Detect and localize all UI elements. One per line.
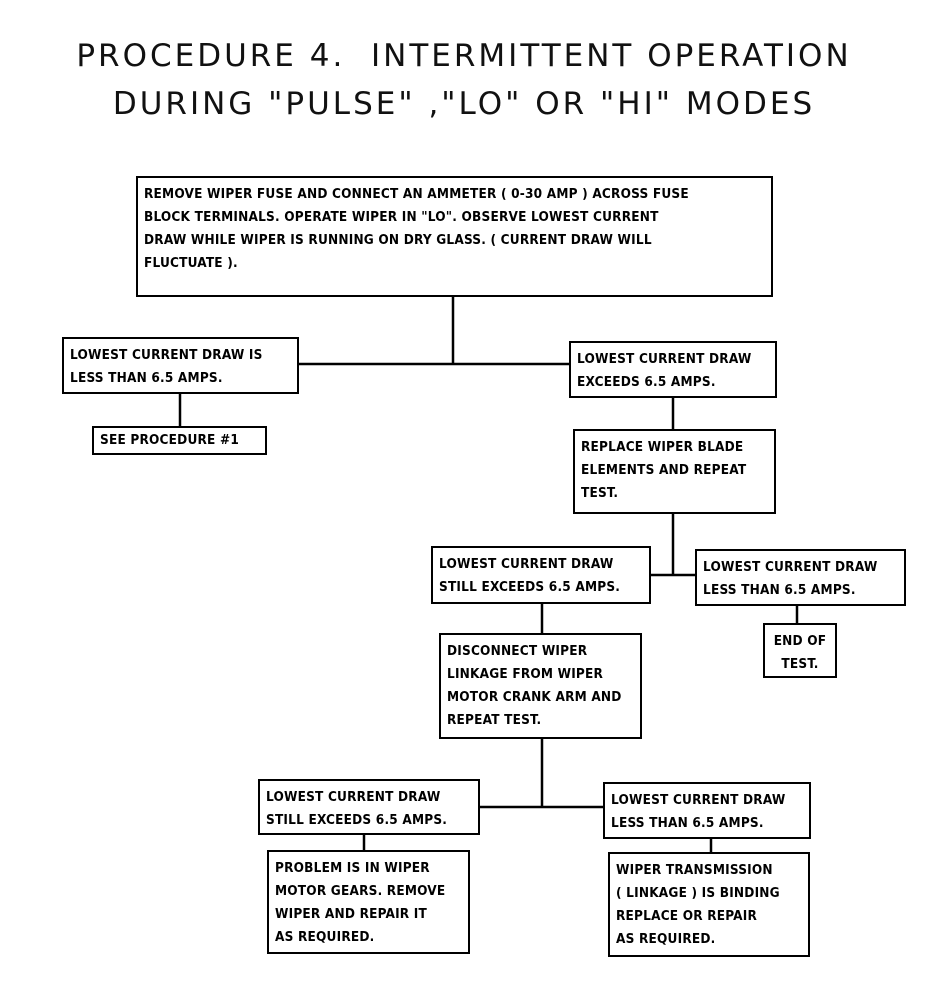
result-still-exceeds-6-5-amps-2: LOWEST CURRENT DRAW STILL EXCEEDS 6.5 AM… [258, 779, 480, 835]
result-less-than-6-5-amps-2: LOWEST CURRENT DRAW LESS THAN 6.5 AMPS. [695, 549, 906, 606]
step-remove-fuse-connect-ammeter: REMOVE WIPER FUSE AND CONNECT AN AMMETER… [136, 176, 773, 297]
conclusion-motor-gears: PROBLEM IS IN WIPER MOTOR GEARS. REMOVE … [267, 850, 470, 954]
step-disconnect-wiper-linkage: DISCONNECT WIPER LINKAGE FROM WIPER MOTO… [439, 633, 642, 739]
step-end-of-test: END OF TEST. [763, 623, 837, 678]
page-title-line-2: DURING "PULSE" ,"LO" OR "HI" MODES [112, 86, 816, 122]
conclusion-wiper-transmission-binding: WIPER TRANSMISSION ( LINKAGE ) IS BINDIN… [608, 852, 810, 957]
result-exceeds-6-5-amps: LOWEST CURRENT DRAW EXCEEDS 6.5 AMPS. [569, 341, 777, 398]
step-see-procedure-1: SEE PROCEDURE #1 [92, 426, 267, 455]
result-less-than-6-5-amps-3: LOWEST CURRENT DRAW LESS THAN 6.5 AMPS. [603, 782, 811, 839]
result-still-exceeds-6-5-amps-1: LOWEST CURRENT DRAW STILL EXCEEDS 6.5 AM… [431, 546, 651, 604]
page-title-line-1: PROCEDURE 4. INTERMITTENT OPERATION [76, 38, 852, 74]
step-replace-wiper-blade: REPLACE WIPER BLADE ELEMENTS AND REPEAT … [573, 429, 776, 514]
result-less-than-6-5-amps: LOWEST CURRENT DRAW IS LESS THAN 6.5 AMP… [62, 337, 299, 394]
